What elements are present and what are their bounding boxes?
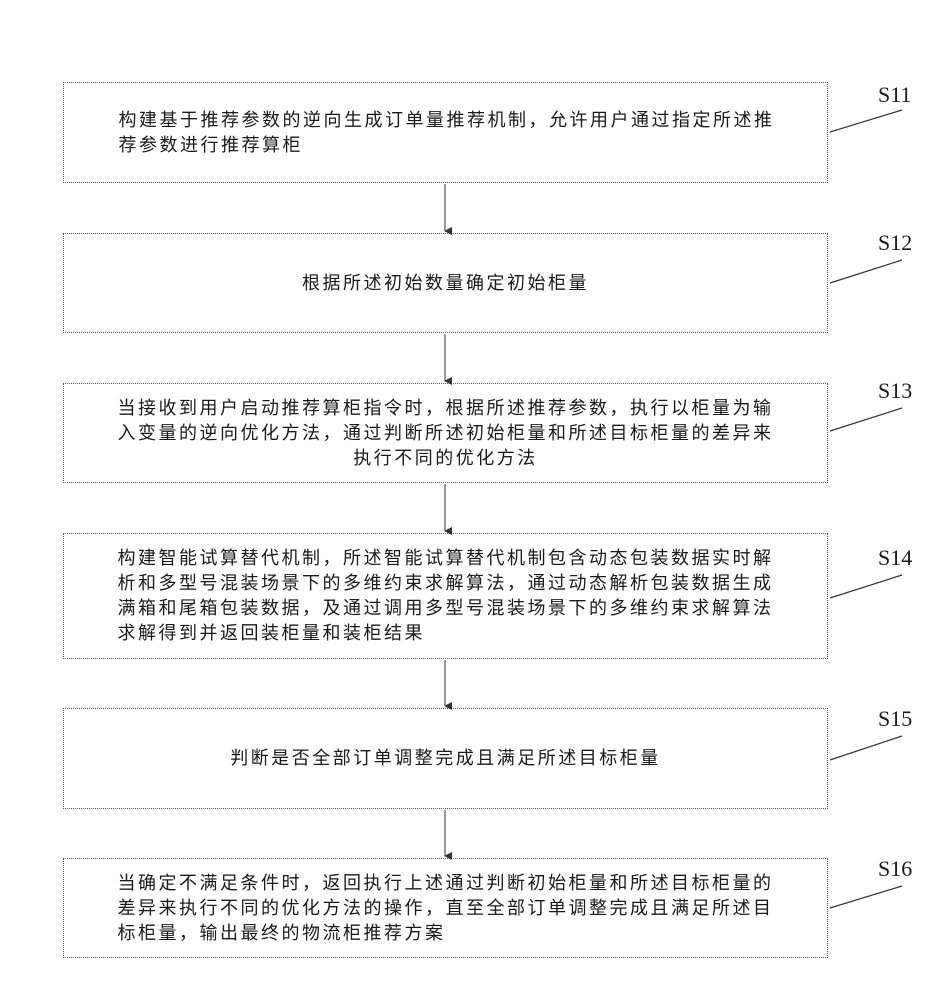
step-box-s12: 根据所述初始数量确定初始柜量 (63, 233, 828, 333)
leader-s16 (830, 886, 902, 908)
step-text-s16: 当确定不满足条件时，返回执行上述通过判断初始柜量和所述目标柜量的 差异来执行不同… (118, 871, 774, 946)
step-text-s13: 当接收到用户启动推荐算柜指令时，根据所述推荐参数，执行以柜量为输 入变量的逆向优… (118, 396, 774, 471)
leader-s15 (830, 736, 902, 760)
step-text-s11: 构建基于推荐参数的逆向生成订单量推荐机制，允许用户通过指定所述推 荐参数进行推荐… (117, 108, 775, 158)
step-box-s11: 构建基于推荐参数的逆向生成订单量推荐机制，允许用户通过指定所述推 荐参数进行推荐… (63, 82, 828, 183)
step-box-s14: 构建智能试算替代机制，所述智能试算替代机制包含动态包装数据实时解 析和多型号混装… (63, 533, 828, 659)
leader-s14 (830, 575, 902, 598)
leader-s12 (830, 260, 902, 283)
step-label-s13: S13 (878, 378, 912, 404)
step-box-s15: 判断是否全部订单调整完成且满足所述目标柜量 (63, 708, 828, 809)
step-label-s14: S14 (878, 545, 912, 571)
step-label-s12: S12 (878, 230, 912, 256)
step-label-s16: S16 (878, 856, 912, 882)
step-label-s11: S11 (878, 82, 911, 108)
leader-s13 (830, 408, 902, 431)
step-box-s13: 当接收到用户启动推荐算柜指令时，根据所述推荐参数，执行以柜量为输 入变量的逆向优… (63, 383, 828, 483)
step-label-s15: S15 (878, 706, 912, 732)
step-box-s16: 当确定不满足条件时，返回执行上述通过判断初始柜量和所述目标柜量的 差异来执行不同… (63, 858, 828, 958)
step-text-s14: 构建智能试算替代机制，所述智能试算替代机制包含动态包装数据实时解 析和多型号混装… (118, 546, 774, 646)
step-text-s12: 根据所述初始数量确定初始柜量 (302, 271, 589, 296)
step-text-s15: 判断是否全部订单调整完成且满足所述目标柜量 (230, 746, 661, 771)
leader-s11 (830, 110, 902, 132)
